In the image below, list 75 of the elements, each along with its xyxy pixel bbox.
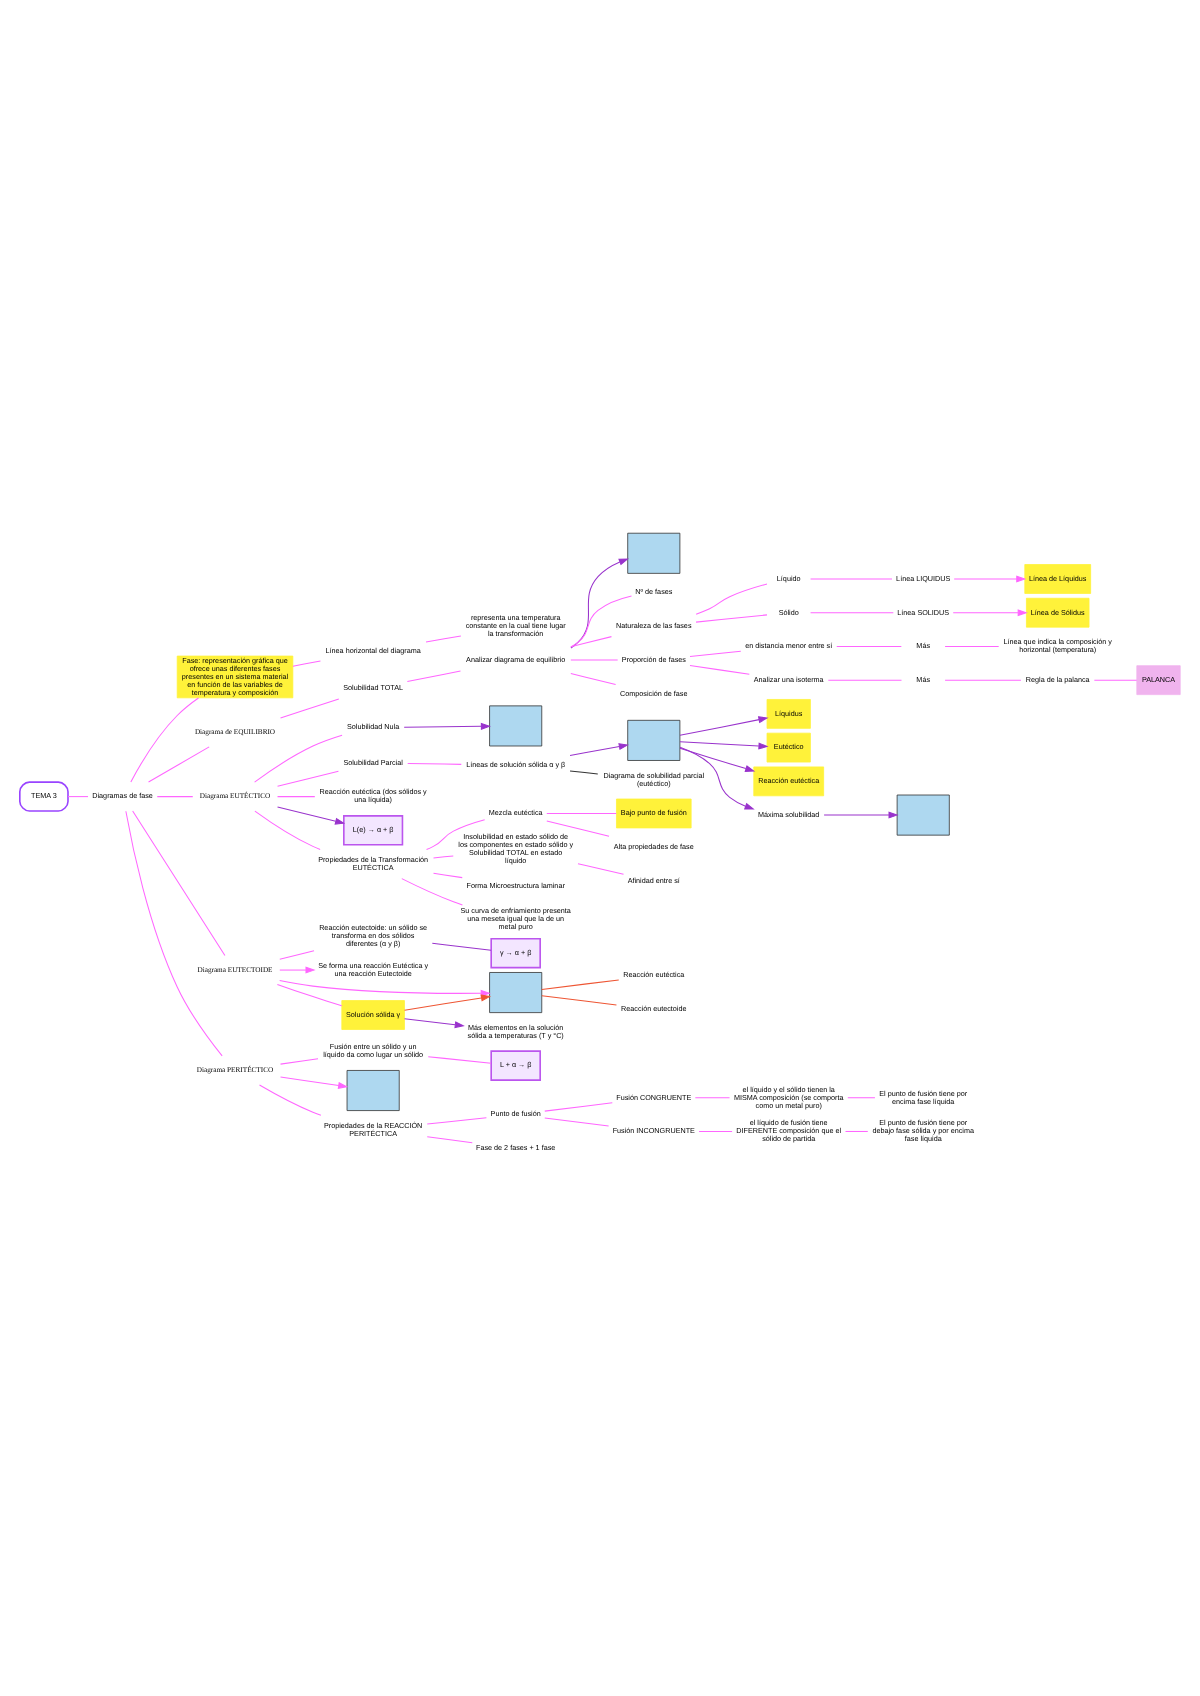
connector [844,1130,869,1132]
connector [254,734,343,783]
node-box [346,1070,400,1111]
connector [254,810,321,850]
connector [406,670,462,683]
connector [570,595,632,648]
arrow [403,722,491,730]
connector [546,812,617,814]
connector [698,1130,733,1132]
connector [810,578,893,580]
connector [544,1117,610,1127]
node-box [489,705,543,747]
connector [426,819,486,851]
connector [292,660,321,667]
connector [944,679,1022,681]
node-box [489,972,543,1013]
connector [570,636,612,648]
connector [541,979,620,990]
arrow [404,1018,465,1029]
connector [148,746,210,783]
connector [132,810,226,956]
connector [810,612,894,614]
connector [425,635,462,643]
connector [280,698,340,719]
connector [577,863,625,875]
connector [695,583,768,615]
connector [276,984,343,1007]
connector [426,1117,487,1125]
connector [427,1056,492,1064]
connector [156,796,194,798]
connector [569,770,599,775]
arrow [277,806,346,825]
connector [1093,679,1138,681]
connector [125,810,223,1057]
connector [827,679,902,681]
connector [433,855,454,859]
connector [431,942,492,951]
connector [279,950,315,960]
connector [130,697,199,783]
connector [694,1097,731,1099]
connector [544,1102,613,1112]
arrow [823,811,899,819]
connector [541,995,617,1006]
connector [277,796,316,798]
node-box [896,794,950,836]
node-box [627,532,681,574]
connector [426,1136,473,1144]
connector [259,1084,322,1116]
connector [836,645,902,647]
arrow [280,1076,349,1089]
connector [401,878,463,906]
connector [407,762,462,765]
connector [280,1058,319,1065]
connector [944,645,1000,647]
arrow [679,741,769,750]
node-box [627,719,681,761]
arrow [953,575,1027,583]
arrow [679,747,756,772]
connector [570,659,619,661]
arrow [679,746,755,810]
connector [570,673,617,686]
connector [433,872,463,879]
arrow [952,609,1028,617]
connector [689,650,742,657]
connector [689,664,750,675]
arrow [569,743,629,757]
arrow [570,558,629,649]
connector [67,796,89,798]
connector [847,1097,876,1099]
arrow [404,994,492,1011]
connector [546,820,610,837]
connector [277,770,339,787]
arrow [279,966,316,974]
arrow [679,716,769,736]
connector [695,614,768,623]
